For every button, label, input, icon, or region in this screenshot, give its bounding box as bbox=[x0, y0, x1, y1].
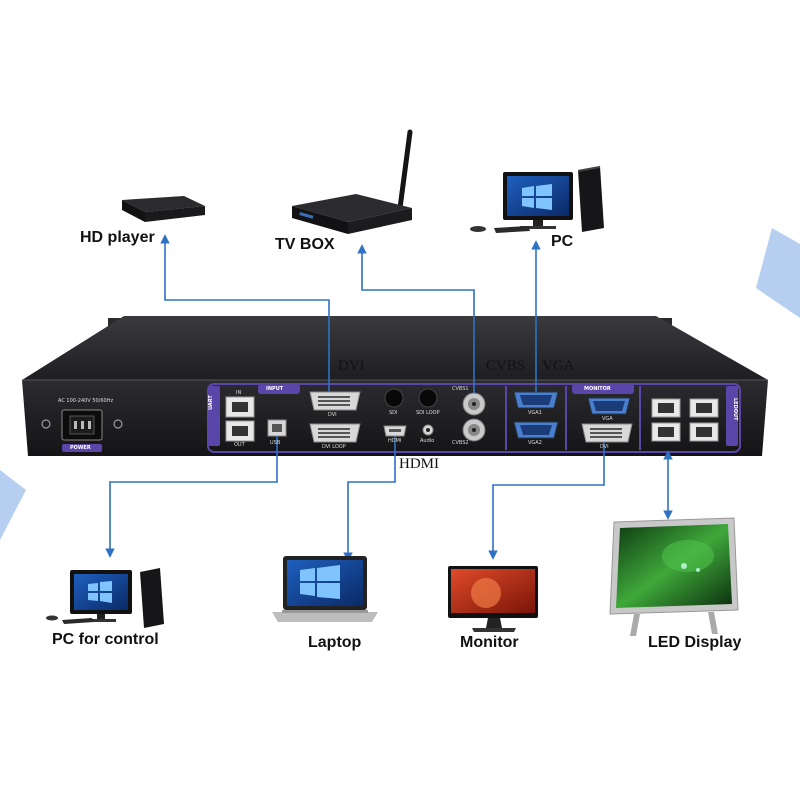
pc-control-device bbox=[46, 568, 164, 628]
ledout-port-1[interactable] bbox=[651, 398, 681, 418]
vga2-text: VGA2 bbox=[528, 440, 542, 446]
monitor-text: MONITOR bbox=[584, 386, 611, 392]
connectors bbox=[105, 234, 673, 562]
laptop-label: Laptop bbox=[308, 634, 362, 651]
dvi-loop-text: DVI LOOP bbox=[322, 444, 346, 450]
audio-text: Audio bbox=[420, 438, 435, 444]
laptop-device bbox=[272, 556, 378, 622]
ledout-port-3[interactable] bbox=[651, 422, 681, 442]
monitor-device bbox=[448, 566, 538, 632]
hdmi-port[interactable] bbox=[383, 425, 407, 437]
cvbs2-text: CVBS2 bbox=[452, 440, 469, 446]
decor-triangle-right bbox=[756, 228, 800, 318]
hd-player-device bbox=[122, 196, 205, 222]
vga-port-label: VGA bbox=[542, 358, 575, 374]
vga1-port[interactable] bbox=[513, 391, 559, 409]
hdmi-text: HDMI bbox=[388, 438, 402, 444]
connector-usb-pc-control bbox=[105, 436, 278, 558]
dvi-input-port[interactable] bbox=[309, 391, 361, 411]
ledout-port-2[interactable] bbox=[689, 398, 719, 418]
connector-dvi-hd-player bbox=[160, 234, 330, 392]
usb-text: USB bbox=[270, 440, 281, 446]
hdmi-port-label: HDMI bbox=[399, 456, 439, 472]
power-text: POWER bbox=[70, 445, 91, 451]
monitor-label: Monitor bbox=[460, 634, 519, 651]
tv-box-device bbox=[292, 129, 413, 234]
uart-in-text: IN bbox=[236, 390, 242, 396]
usb-port[interactable] bbox=[267, 419, 287, 437]
pc-control-label: PC for control bbox=[52, 631, 159, 648]
power-spec-text: AC 100-240V 50/60Hz bbox=[58, 398, 114, 404]
input-text: INPUT bbox=[266, 386, 284, 392]
uart-in-port[interactable] bbox=[225, 396, 255, 418]
tv-box-label: TV BOX bbox=[275, 236, 335, 253]
ledout-port-4[interactable] bbox=[689, 422, 719, 442]
cvbs-port-label: CVBS bbox=[486, 358, 526, 374]
monitor-dvi-port[interactable] bbox=[581, 423, 633, 443]
processor-chassis bbox=[22, 316, 768, 456]
sdi-loop-text: SDI LOOP bbox=[416, 410, 440, 416]
connector-hdmi-laptop bbox=[343, 436, 396, 562]
sdi-port[interactable] bbox=[384, 388, 404, 408]
vga1-text: VGA1 bbox=[528, 410, 542, 416]
hd-player-label: HD player bbox=[80, 229, 155, 246]
decor-triangle-left bbox=[0, 470, 26, 540]
monitor-dvi-text: DVI bbox=[600, 444, 609, 450]
pc-label: PC bbox=[551, 233, 574, 250]
monitor-vga-port[interactable] bbox=[587, 397, 631, 415]
led-display-device bbox=[609, 517, 739, 636]
cvbs1-text: CVBS1 bbox=[452, 386, 469, 392]
chassis-top bbox=[22, 316, 768, 380]
vga2-port[interactable] bbox=[513, 421, 559, 439]
connector-cvbs-tv-box bbox=[357, 244, 475, 393]
cvbs2-port[interactable] bbox=[462, 418, 486, 442]
uart-out-text: OUT bbox=[234, 442, 245, 448]
dvi-port-label: DVI bbox=[338, 358, 365, 374]
led-display-label: LED Display bbox=[648, 634, 742, 651]
uart-out-port[interactable] bbox=[225, 420, 255, 442]
pc-device bbox=[470, 166, 604, 233]
connector-monitor-out bbox=[488, 442, 605, 560]
ledout-text: LEDOUT bbox=[732, 398, 738, 421]
dvi-text: DVI bbox=[328, 412, 337, 418]
cvbs1-port[interactable] bbox=[462, 392, 486, 416]
sdi-text: SDI bbox=[389, 410, 398, 416]
sdi-loop-port[interactable] bbox=[418, 388, 438, 408]
dvi-loop-port[interactable] bbox=[309, 423, 361, 443]
uart-text: UART bbox=[208, 395, 214, 410]
monitor-vga-text: VGA bbox=[602, 416, 613, 422]
